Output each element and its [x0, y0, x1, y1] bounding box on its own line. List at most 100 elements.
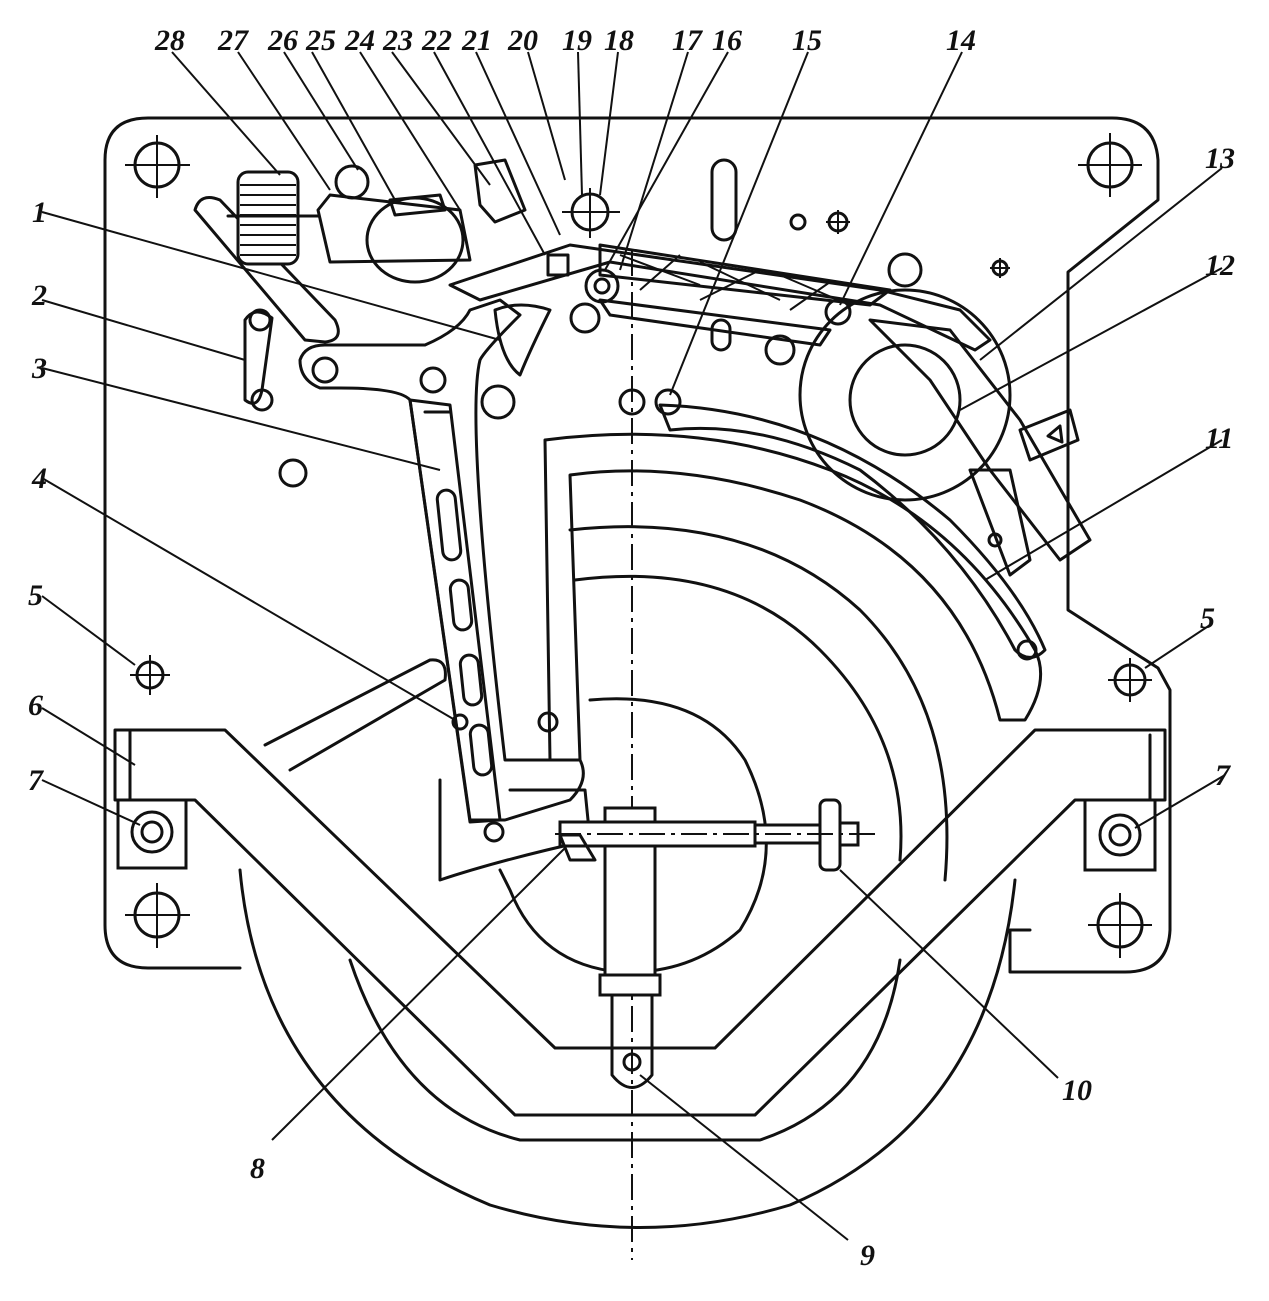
nut-center-right — [764, 334, 796, 366]
pointer-arm — [968, 468, 1032, 577]
label-24: 24 — [344, 24, 375, 57]
corner-hole-tr — [1078, 133, 1142, 197]
slot-3 — [458, 653, 484, 707]
small-lever-pin-bottom — [250, 388, 274, 412]
label-18: 18 — [604, 24, 634, 57]
sector-end-hole — [1016, 639, 1038, 661]
corner-hole-tl — [125, 135, 190, 198]
label-22: 22 — [421, 24, 452, 57]
truss-lines — [619, 254, 851, 311]
label-23: 23 — [382, 24, 413, 57]
small-lever-pin-top — [248, 308, 272, 332]
quadrant-track — [658, 403, 1047, 659]
sector-screw — [537, 711, 559, 733]
pivot-16-inner — [593, 277, 611, 295]
shaft-tip — [610, 993, 654, 1089]
pin-14 — [824, 298, 852, 326]
label-25: 25 — [305, 24, 336, 57]
bracket-left — [116, 798, 188, 870]
wedge-8 — [558, 833, 597, 862]
slot-2 — [448, 578, 474, 632]
small-hole-right — [987, 532, 1003, 548]
pin-15 — [654, 388, 682, 416]
lower-truss — [598, 298, 832, 347]
hole-19 — [562, 188, 620, 238]
large-wheel-inner — [348, 958, 902, 1142]
diagonal-rod — [263, 658, 447, 772]
label-20: 20 — [507, 24, 538, 57]
label-19: 19 — [562, 24, 592, 57]
label-5-right: 5 — [1200, 602, 1215, 635]
link-rod — [193, 196, 340, 344]
drum-nut — [887, 252, 923, 288]
label-6: 6 — [28, 689, 43, 722]
pivot-lower — [569, 302, 601, 334]
label-16: 16 — [712, 24, 742, 57]
label-4: 4 — [31, 462, 47, 495]
tab-triangle — [1046, 424, 1064, 444]
label-27: 27 — [217, 24, 249, 57]
label-17: 17 — [672, 24, 703, 57]
inner-disc — [498, 697, 768, 974]
mid-slot — [710, 318, 732, 352]
drum-roller — [365, 196, 465, 284]
label-7-right: 7 — [1215, 759, 1231, 792]
slot-1 — [435, 488, 463, 562]
cam-plate — [868, 318, 1092, 562]
hole-5-left — [130, 655, 170, 695]
label-26: 26 — [267, 24, 298, 57]
star-screw-4 — [278, 458, 308, 488]
base-plate — [103, 116, 1172, 974]
quadrant-sector — [543, 432, 1043, 762]
label-21: 21 — [461, 24, 492, 57]
side-tab — [1018, 408, 1080, 462]
right-drum — [798, 288, 1012, 502]
broken-cap — [473, 158, 527, 224]
label-9: 9 — [860, 1239, 875, 1272]
corner-hole-br — [1088, 893, 1152, 958]
knurl-lines — [240, 184, 296, 256]
leader-lines — [41, 51, 1226, 1241]
label-14: 14 — [946, 24, 976, 57]
lever-pin-4 — [451, 713, 469, 731]
shaft-pin — [622, 1052, 642, 1072]
truss-bar — [598, 243, 892, 307]
corner-hole-bl — [125, 883, 190, 948]
lever-pin-lower — [483, 821, 505, 843]
label-10: 10 — [1062, 1074, 1092, 1107]
inner-arc-2 — [573, 574, 903, 862]
screw-small-3 — [990, 258, 1010, 278]
bracket-right — [1083, 798, 1157, 872]
inner-arc-1 — [568, 525, 949, 882]
roller-housing — [316, 193, 472, 264]
v-frame — [113, 728, 1167, 1117]
slot-4 — [468, 723, 494, 777]
clip — [388, 193, 447, 217]
right-drum-inner — [848, 343, 962, 457]
nut-center — [480, 384, 516, 420]
pivot-16 — [584, 268, 620, 304]
top-slot — [710, 158, 738, 242]
label-2: 2 — [31, 279, 47, 312]
screw-small-2 — [789, 213, 807, 231]
label-3: 3 — [31, 352, 47, 385]
label-8: 8 — [250, 1152, 265, 1185]
star-screw-2 — [419, 366, 447, 394]
label-15: 15 — [792, 24, 822, 57]
pawl — [493, 303, 552, 377]
screw-small-1 — [826, 210, 850, 234]
label-28: 28 — [154, 24, 185, 57]
main-lever — [298, 298, 585, 822]
label-5-left: 5 — [28, 579, 43, 612]
label-13: 13 — [1205, 142, 1235, 175]
lever-slot-column — [408, 398, 502, 824]
label-11: 11 — [1205, 422, 1233, 455]
shaft-collar — [598, 973, 662, 997]
top-pulley — [334, 164, 370, 200]
label-7-left: 7 — [28, 764, 44, 797]
label-12: 12 — [1205, 249, 1235, 282]
top-beam — [448, 243, 992, 352]
fitting-22 — [546, 253, 570, 277]
hole-5-right — [1108, 658, 1152, 702]
